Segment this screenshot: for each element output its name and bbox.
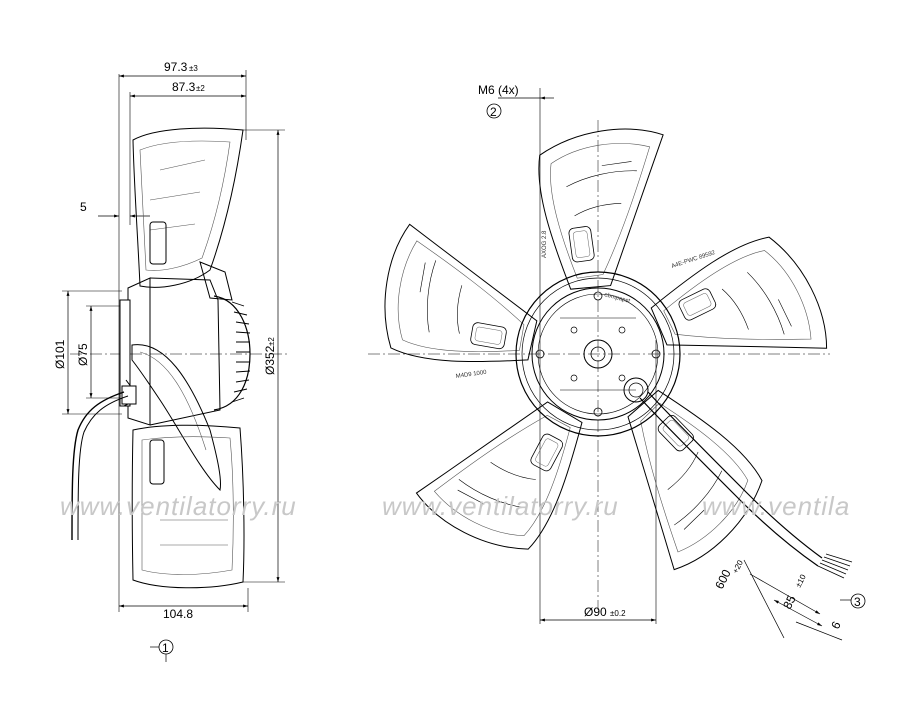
overall-depth-tolerance: ±3 bbox=[189, 64, 198, 73]
hub-label-b: M4D9 1000 bbox=[455, 370, 487, 380]
svg-text:1: 1 bbox=[162, 641, 169, 655]
blade-depth-tolerance: ±2 bbox=[196, 84, 205, 93]
bolt-circle-tolerance: ±0.2 bbox=[610, 609, 626, 618]
hub-outer-diameter: Ø101 bbox=[53, 339, 67, 369]
blade-label-b: AXOG 2.8 bbox=[542, 230, 548, 258]
blade-label-a: A4E-PWC 89592 bbox=[671, 250, 717, 270]
blade-depth-value: 87.3 bbox=[172, 80, 196, 94]
thread-marker-2: 2 bbox=[486, 103, 502, 119]
note-marker-1: 1 bbox=[150, 639, 174, 662]
front-view: A4E-PWC 89592 AXOG 2.8 ebmpapst M4D9 100… bbox=[368, 83, 866, 641]
watermark-text-1: www.ventilatorry.ru bbox=[60, 491, 297, 521]
side-fan-profile bbox=[71, 127, 251, 589]
side-view: 97.3 ±3 87.3 ±2 5 104.8 Ø101 Ø75 Ø352 ±2… bbox=[53, 60, 290, 662]
fan-diameter-tolerance: ±2 bbox=[267, 337, 276, 346]
overall-depth-value: 97.3 bbox=[164, 60, 188, 74]
svg-text:3: 3 bbox=[854, 595, 861, 609]
total-depth-value: 104.8 bbox=[163, 607, 193, 621]
wire-strip-value: 6 bbox=[828, 619, 844, 632]
cable-marker-3: 3 bbox=[840, 593, 866, 609]
watermark-text-3: www.ventila bbox=[702, 491, 850, 521]
thread-callout: M6 (4x) bbox=[478, 83, 519, 97]
offset-value: 5 bbox=[80, 200, 87, 214]
strip-length-tolerance: ±10 bbox=[794, 572, 808, 588]
fan-diameter-value: Ø352 bbox=[263, 345, 277, 375]
bolt-circle-value: Ø90 bbox=[584, 605, 607, 619]
hub bbox=[515, 271, 681, 437]
watermark-text-2: www.ventilatorry.ru bbox=[382, 491, 619, 521]
svg-text:2: 2 bbox=[490, 105, 497, 119]
cable-length-tolerance: +20 bbox=[731, 558, 745, 575]
hub-inner-diameter: Ø75 bbox=[76, 343, 90, 366]
strip-length-value: 85 bbox=[780, 593, 799, 612]
cable bbox=[639, 391, 853, 579]
watermark: www.ventilatorry.ru www.ventilatorry.ru … bbox=[60, 491, 850, 521]
